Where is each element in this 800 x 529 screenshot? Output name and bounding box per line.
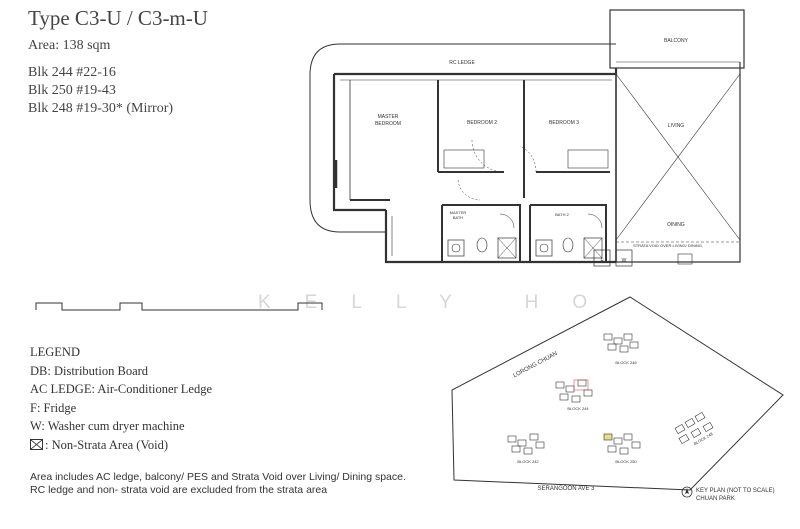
ledge-section-symbol [35, 302, 323, 311]
watermark: KELLY HO [258, 292, 622, 313]
legend-item: DB: Distribution Board [30, 363, 149, 378]
footnote-line: Area includes AC ledge, balcony/ PES and… [30, 471, 406, 483]
label-master-bedroom-2: BEDROOM [375, 121, 401, 127]
label-balcony: BALCONY [664, 38, 689, 44]
unit-type-title: Type C3-U / C3-m-U [28, 6, 208, 30]
key-plan-caption-1: KEY PLAN (NOT TO SCALE) [696, 488, 775, 494]
block-label: BLOCK 250 [615, 459, 637, 464]
legend-item-void: : Non-Strata Area (Void) [30, 436, 212, 455]
balcony-outline [609, 9, 745, 69]
label-master-bath-2: BATH [453, 215, 463, 220]
unit-area: Area: 138 sqm [28, 38, 111, 53]
label-bedroom-2: BEDROOM 2 [467, 120, 497, 126]
void-box-icon [30, 438, 43, 450]
label-master-bath-1: MASTER [450, 210, 467, 215]
rc-ledge-outline [309, 43, 616, 233]
label-fridge: F [600, 258, 603, 264]
label-living: LIVING [668, 123, 685, 129]
label-dining: DINING [667, 222, 685, 228]
block-244-marker [573, 379, 589, 391]
block-label: BLOCK 248 [693, 431, 715, 446]
block-label: BLOCK 246 [615, 360, 637, 365]
unit-list: Blk 244 #22-16 Blk 250 #19-43 Blk 248 #1… [28, 64, 173, 118]
label-bedroom-3: BEDROOM 3 [549, 120, 579, 126]
unit-item: Blk 250 #19-43 [28, 83, 116, 98]
block-248 [674, 411, 714, 445]
north-arrow-icon [681, 486, 693, 498]
key-plan: LORONG CHUAN SERANGOON AVE 3 BLOCK 246 B… [451, 296, 784, 502]
legend-void-label: : Non-Strata Area (Void) [45, 437, 169, 452]
legend-item: W: Washer cum dryer machine [30, 419, 185, 433]
unit-item: Blk 248 #19-30* (Mirror) [28, 101, 174, 116]
block-242 [507, 433, 545, 455]
footnote-line: RC ledge and non- strata void are exclud… [30, 484, 328, 496]
label-rc-ledge: RC LEDGE [449, 60, 475, 66]
block-label: BLOCK 242 [517, 459, 539, 464]
site-boundary [451, 296, 784, 491]
label-master-bedroom-1: MASTER [378, 114, 399, 120]
room-labels: BALCONY RC LEDGE MASTER BEDROOM BEDROOM … [375, 38, 703, 264]
label-strata-void: STRATA VOID OVER LIVING/ DINING. [633, 243, 703, 248]
block-label: BLOCK 244 [567, 406, 589, 411]
floor-plan [309, 9, 745, 267]
label-bath-2: BATH 2 [555, 212, 569, 217]
void-cross-2 [615, 73, 741, 241]
block-246 [603, 333, 639, 353]
exterior-wall-right [616, 62, 741, 263]
legend: LEGEND DB: Distribution Board AC LEDGE: … [30, 343, 212, 454]
legend-heading: LEGEND [30, 345, 80, 359]
master-bath-wall [442, 204, 521, 262]
block-250 [603, 433, 641, 455]
key-plan-caption-2: CHUAN PARK [696, 496, 735, 502]
label-washer: W [622, 258, 627, 264]
bath2-wall [530, 204, 607, 262]
north-arrow-pointer-icon [685, 488, 689, 494]
footnote: Area includes AC ledge, balcony/ PES and… [30, 471, 406, 497]
exterior-wall-left [332, 74, 386, 212]
legend-item: AC LEDGE: Air-Conditioner Ledge [30, 382, 213, 396]
unit-item: Blk 244 #22-16 [28, 65, 116, 80]
road-serangoon-ave-3: SERANGOON AVE 3 [538, 486, 596, 492]
exterior-wall-top [334, 68, 618, 76]
legend-item: F: Fridge [30, 400, 77, 415]
exterior-wall-bottom [384, 210, 616, 264]
